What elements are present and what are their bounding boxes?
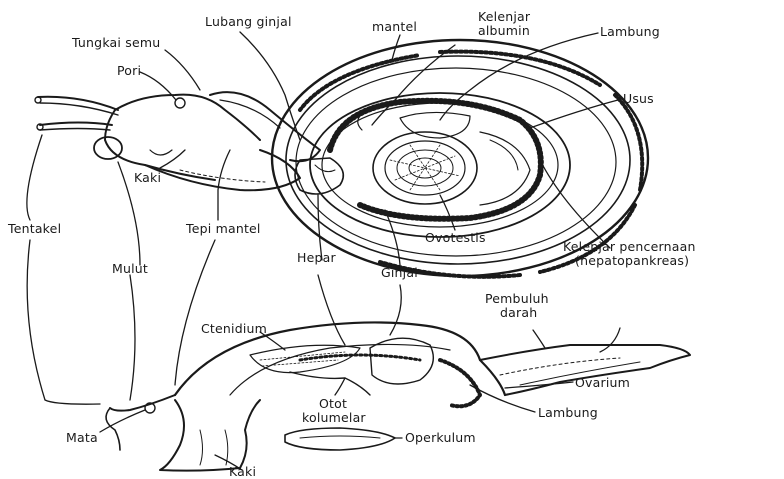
label-kelenjar-albumin-line1: Kelenjar [478, 10, 530, 24]
label-mulut: Mulut [112, 262, 148, 276]
label-operkulum: Operkulum [405, 431, 476, 445]
label-ctenidium: Ctenidium [201, 322, 267, 336]
label-ginjal: Ginjal [381, 266, 418, 280]
label-pembuluh-darah-line1: Pembuluh [485, 292, 549, 306]
label-tentakel: Tentakel [8, 222, 61, 236]
label-lambung-bottom: Lambung [538, 406, 598, 420]
label-mantel: mantel [372, 20, 417, 34]
label-tepi-mantel: Tepi mantel [186, 222, 261, 236]
label-kelenjar-pencernaan-line1: Kelenjar pencernaan [563, 240, 696, 254]
label-lambung-top: Lambung [600, 25, 660, 39]
label-otot-kolumelar-line2: kolumelar [302, 411, 366, 425]
label-lubang-ginjal: Lubang ginjal [205, 15, 292, 29]
label-kelenjar-pencernaan-line2: (hepatopankreas) [575, 254, 689, 268]
label-mata: Mata [66, 431, 98, 445]
label-tungkai-semu: Tungkai semu [72, 36, 160, 50]
label-ovarium: Ovarium [575, 376, 630, 390]
label-usus: Usus [623, 92, 654, 106]
label-kaki-top: Kaki [134, 171, 161, 185]
label-hepar: Hepar [297, 251, 336, 265]
label-kaki-bottom: Kaki [229, 465, 256, 479]
label-otot-kolumelar-line1: Otot [319, 397, 347, 411]
label-pembuluh-darah-line2: darah [500, 306, 537, 320]
lower-snail-drawing [106, 322, 690, 470]
label-ovotestis: Ovotestis [425, 231, 486, 245]
snail-body-drawing [35, 92, 343, 194]
label-kelenjar-albumin-line2: albumin [478, 24, 530, 38]
label-pori: Pori [117, 64, 141, 78]
